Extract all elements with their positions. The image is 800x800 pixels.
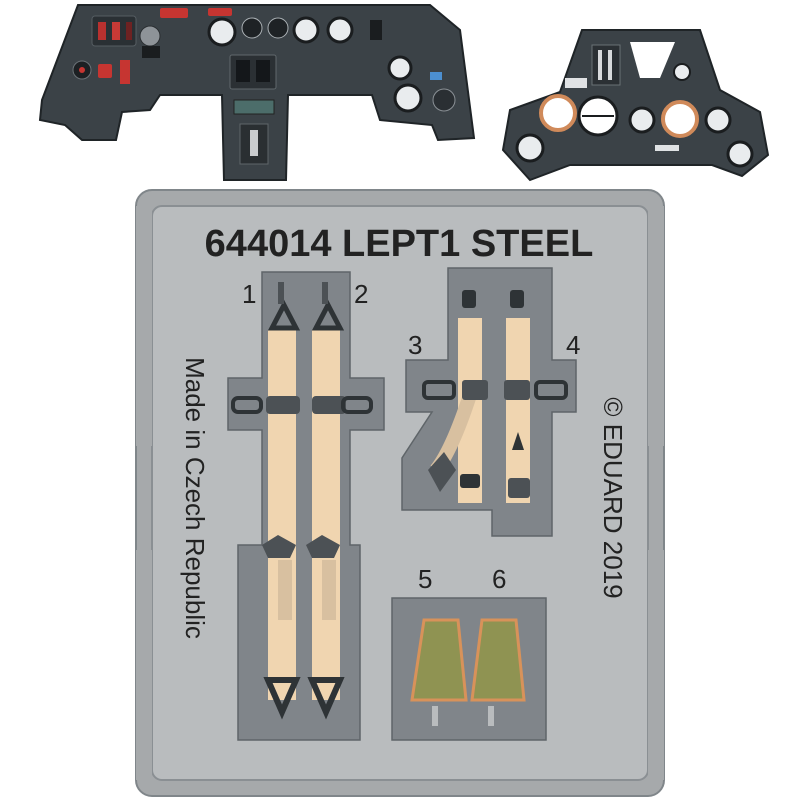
part-number-6: 6	[492, 564, 506, 594]
secondary-instrument-panel	[501, 29, 770, 182]
part-number-5: 5	[418, 564, 432, 594]
belt-part-3-4: 3 4	[401, 267, 580, 537]
part-number-3: 3	[408, 330, 422, 360]
gauge-cluster	[207, 16, 456, 113]
main-instrument-panel	[38, 4, 476, 181]
steel-fret: 644014 LEPT1 STEEL Made in Czech Republi…	[135, 189, 665, 797]
pad-part-5-6: 5 6	[391, 564, 547, 741]
fuel-cap-icon	[139, 25, 161, 47]
part-number-1: 1	[242, 279, 256, 309]
belt-part-1-2: 1 2	[227, 271, 385, 741]
fret-title: 644014 LEPT1 STEEL	[205, 223, 594, 265]
part-number-4: 4	[566, 330, 580, 360]
made-in-label: Made in Czech Republic	[180, 357, 210, 639]
warning-label-icon	[160, 8, 188, 18]
copyright-label: © EDUARD 2019	[598, 397, 628, 598]
part-number-2: 2	[354, 279, 368, 309]
orange-dial-icon	[539, 94, 577, 132]
